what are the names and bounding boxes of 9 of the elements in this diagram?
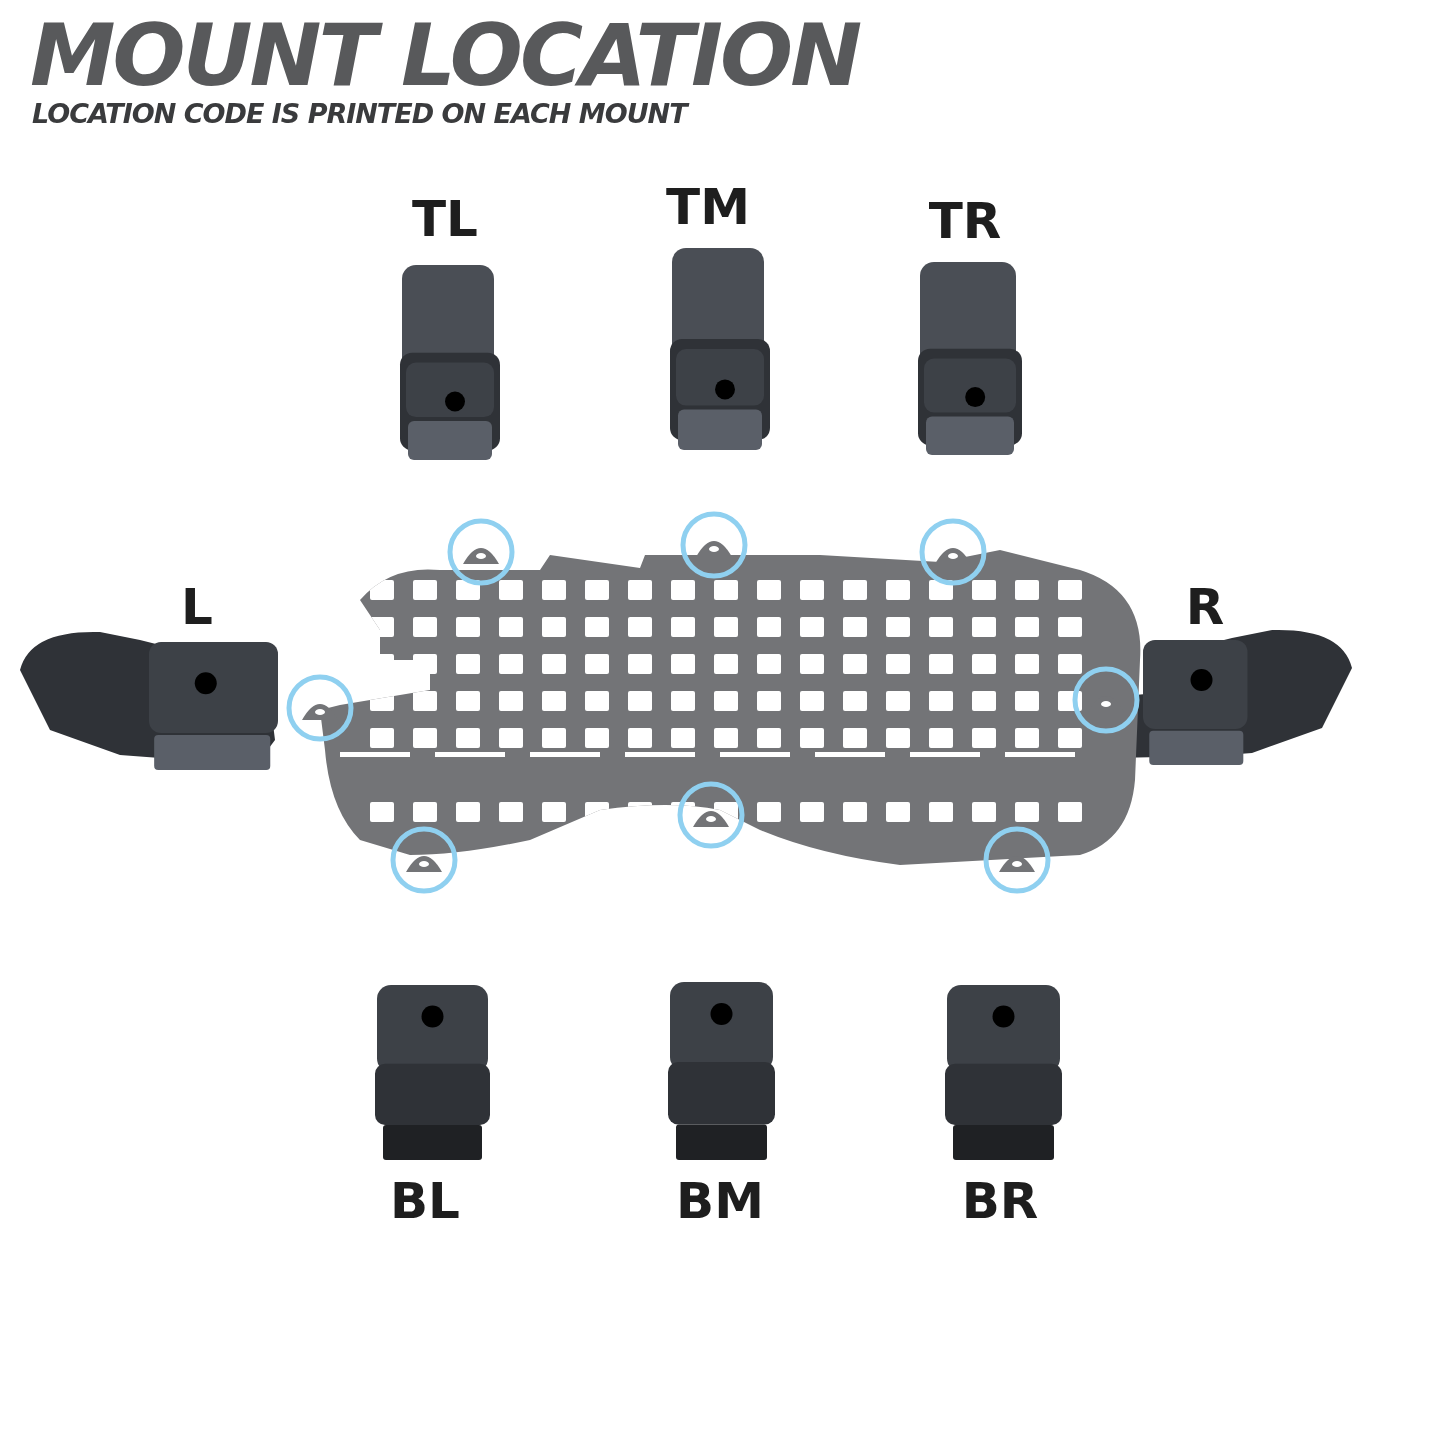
subtitle: LOCATION CODE IS PRINTED ON EACH MOUNT	[32, 98, 687, 129]
location-code: BM	[676, 1172, 764, 1230]
location-code: TL	[412, 190, 478, 248]
location-code: BL	[390, 1172, 460, 1230]
location-code: TM	[666, 178, 750, 236]
location-code: L	[181, 578, 213, 636]
location-code: TR	[928, 192, 1002, 250]
location-code: R	[1185, 578, 1225, 636]
location-code: BR	[961, 1172, 1039, 1230]
